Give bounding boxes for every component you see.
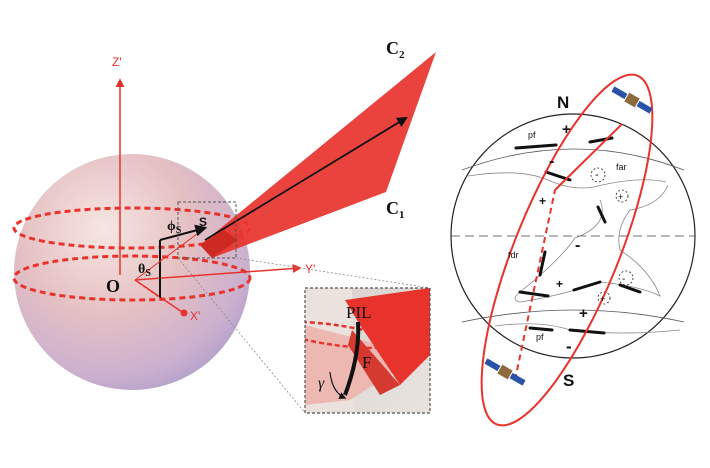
- inset-dark-sheet: [348, 330, 400, 395]
- right-panel: N S pf pf far fdr + - + - + - + - + + -: [450, 73, 696, 427]
- far-circle-4: [597, 291, 611, 305]
- origin-label: O: [106, 276, 120, 296]
- zoom-inset: PIL F γ: [304, 287, 431, 414]
- zoom-box: [177, 201, 237, 259]
- top-latitude-arc: [461, 148, 685, 171]
- pf-top-label: pf: [528, 130, 536, 140]
- satellite-bottom-icon: [484, 358, 526, 386]
- gamma-arc: [329, 371, 347, 399]
- pil-label: PIL: [346, 303, 372, 322]
- polarity-plus-5: +: [600, 294, 605, 304]
- pf-bottom-label: pf: [536, 332, 544, 342]
- left-panel: Z' Y' X' O S θS ϕS: [12, 38, 436, 414]
- svg-text:C2: C2: [386, 38, 405, 61]
- channel-upper-outline: [467, 172, 667, 189]
- flux-tube-shade: [200, 230, 238, 258]
- polarity-plus-2: +: [539, 194, 546, 208]
- polarity-plus-6: +: [579, 305, 588, 322]
- svg-text:θS: θS: [138, 262, 151, 279]
- flux-tube: [200, 52, 436, 258]
- polarity-minus-4: -: [622, 274, 625, 285]
- far-circle-1: [590, 167, 606, 183]
- s-point-label: S: [199, 215, 207, 229]
- far-label: far: [616, 162, 627, 172]
- phi-s-label: ϕS: [167, 219, 182, 236]
- polarity-plus-3: +: [618, 192, 623, 202]
- x-axis-label: X': [190, 309, 200, 323]
- c2-label: C2: [386, 38, 405, 61]
- north-label: N: [557, 93, 569, 112]
- far-circle-2: [615, 189, 629, 203]
- fdr-label: fdr: [508, 250, 519, 260]
- z-axis-label: Z': [112, 55, 122, 69]
- polarity-minus-2: -: [595, 169, 599, 181]
- gamma-label: γ: [318, 375, 325, 392]
- inset-border: [304, 287, 431, 414]
- origin-to-s-line: [134, 227, 206, 281]
- f-label: F: [362, 353, 371, 372]
- x-axis-end-dot: [180, 309, 188, 317]
- zoom-connector-1: [235, 257, 431, 289]
- spacecraft-orbit: [480, 73, 654, 427]
- y-axis: [134, 264, 302, 281]
- field-line-arrow: [204, 116, 408, 241]
- polarity-minus-5: -: [566, 337, 572, 356]
- theta-s-label: θS: [138, 262, 151, 279]
- orbit-axis-solid: [554, 123, 623, 191]
- filament-line: [343, 321, 361, 396]
- origin-to-projection: [134, 279, 161, 299]
- polarity-minus-3: -: [575, 237, 580, 254]
- y-axis-label: Y': [305, 262, 315, 276]
- polarity-plus-4: +: [556, 277, 563, 291]
- satellite-top-icon: [611, 86, 653, 114]
- c1-label: C1: [386, 198, 405, 221]
- polarity-minus-1: -: [549, 153, 554, 170]
- svg-text:ϕS: ϕS: [167, 219, 182, 236]
- south-label: S: [563, 371, 574, 390]
- polarity-plus-1: +: [562, 121, 571, 138]
- equator-ring: [12, 254, 252, 302]
- inset-dashed-ring: [305, 320, 396, 350]
- inset-red-sheet: [345, 288, 430, 385]
- s-horizontal-arrow: [159, 224, 208, 241]
- far-circle-3: [618, 270, 634, 286]
- sun-sphere: [14, 154, 250, 390]
- zoom-connector-2: [177, 257, 306, 414]
- svg-text:C1: C1: [386, 198, 405, 221]
- orbit-axis-dashed: [514, 189, 556, 381]
- x-axis: [134, 279, 183, 313]
